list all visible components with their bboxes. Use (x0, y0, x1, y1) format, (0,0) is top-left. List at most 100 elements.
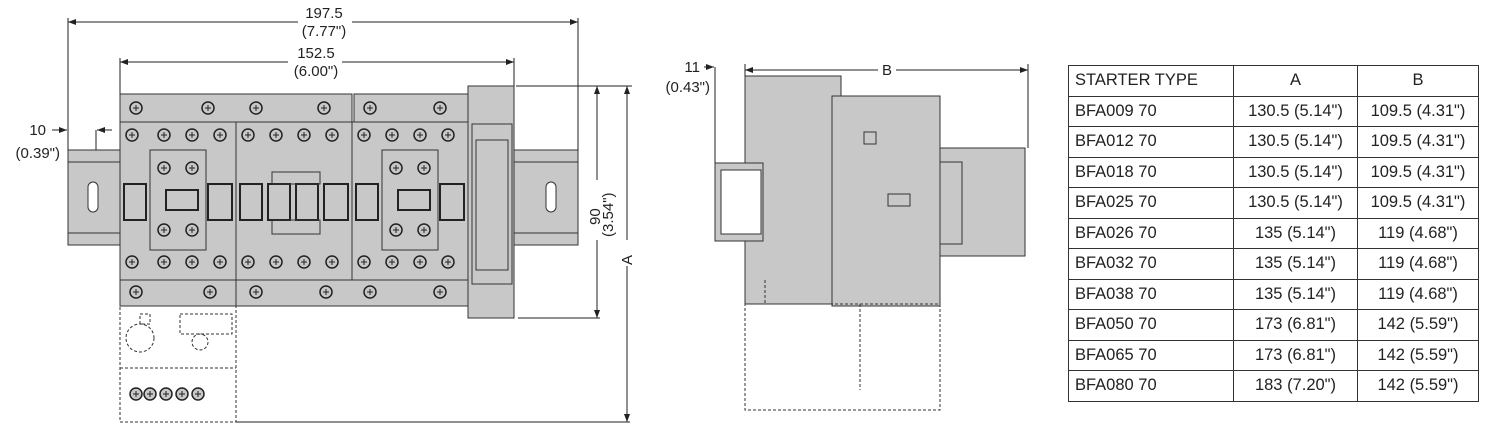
cell-type: BFA050 70 (1068, 309, 1234, 341)
screw-slot-icon (189, 165, 195, 171)
cell-type: BFA032 70 (1068, 248, 1234, 280)
screw-slot-icon (273, 259, 279, 265)
front-dimensions (52, 18, 632, 423)
cell-type: BFA038 70 (1068, 278, 1234, 310)
screw-slot-icon (207, 289, 213, 295)
side-view (714, 75, 1026, 411)
terminal-screws (125, 93, 505, 401)
screw-slot-icon (361, 132, 367, 138)
cell-b: 119 (4.68") (1357, 248, 1479, 280)
dim-rail-offset: 10 (29, 122, 46, 139)
screw-slot-icon (189, 132, 195, 138)
screw-slot-icon (189, 259, 195, 265)
screw-slot-icon (129, 132, 135, 138)
cell-type: BFA018 70 (1068, 156, 1234, 188)
screw-slot-icon (437, 105, 443, 111)
screw-slot-icon (445, 259, 451, 265)
cell-a: 130.5 (5.14") (1233, 187, 1358, 219)
dim-rail-offset-in: (0.39") (15, 145, 60, 162)
screw-slot-icon (437, 289, 443, 295)
screw-slot-icon (273, 132, 279, 138)
screw-slot-icon (323, 289, 329, 295)
cell-a: 135 (5.14") (1233, 217, 1358, 249)
screw-slot-icon (129, 259, 135, 265)
dim-height: 90 (587, 208, 604, 225)
screw-slot-icon (217, 259, 223, 265)
table-header-row: STARTER TYPE A B (1068, 65, 1479, 97)
cell-a: 135 (5.14") (1233, 278, 1358, 310)
cell-a: 183 (7.20") (1233, 370, 1358, 402)
cell-b: 109.5 (4.31") (1357, 126, 1479, 158)
screw-slot-icon (245, 259, 251, 265)
cell-a: 130.5 (5.14") (1233, 126, 1358, 158)
screw-slot-icon (161, 165, 167, 171)
cell-a: 135 (5.14") (1233, 248, 1358, 280)
cell-b: 142 (5.59") (1357, 309, 1479, 341)
dim-body-width: 152.5 (297, 45, 335, 62)
screw-slot-icon (245, 132, 251, 138)
cell-b: 119 (4.68") (1357, 217, 1479, 249)
cell-b: 109.5 (4.31") (1357, 156, 1479, 188)
screw-slot-icon (361, 259, 367, 265)
screw-slot-icon (147, 391, 153, 397)
screw-slot-icon (321, 105, 327, 111)
screw-slot-icon (389, 132, 395, 138)
screw-slot-icon (205, 105, 211, 111)
dim-height-in: (3.54") (600, 192, 617, 237)
cell-type: BFA009 70 (1068, 95, 1234, 127)
screw-slot-icon (195, 391, 201, 397)
front-view (67, 85, 579, 423)
screw-slot-icon (253, 289, 259, 295)
screw-slot-icon (389, 259, 395, 265)
screw-slot-icon (161, 259, 167, 265)
screw-slot-icon (445, 132, 451, 138)
cell-type: BFA065 70 (1068, 339, 1234, 371)
screw-slot-icon (133, 289, 139, 295)
screw-slot-icon (393, 165, 399, 171)
screw-slot-icon (421, 165, 427, 171)
rail-slot (545, 181, 557, 213)
cell-a: 173 (6.81") (1233, 309, 1358, 341)
screw-slot-icon (329, 132, 335, 138)
cell-type: BFA025 70 (1068, 187, 1234, 219)
dim-overall-width: 197.5 (305, 5, 343, 22)
screw-slot-icon (133, 391, 139, 397)
screw-slot-icon (301, 259, 307, 265)
screw-slot-icon (179, 391, 185, 397)
screw-slot-icon (217, 132, 223, 138)
overload-relay-outline (119, 305, 237, 423)
screw-slot-icon (393, 227, 399, 233)
rail-slot (87, 181, 99, 213)
cell-type: BFA080 70 (1068, 370, 1234, 402)
screw-slot-icon (163, 391, 169, 397)
dim-body-width-in: (6.00") (294, 63, 339, 80)
header-b: B (1357, 65, 1479, 97)
screw-slot-icon (421, 227, 427, 233)
cell-b: 109.5 (4.31") (1357, 187, 1479, 219)
screw-slot-icon (133, 105, 139, 111)
cell-b: 142 (5.59") (1357, 370, 1479, 402)
cell-b: 142 (5.59") (1357, 339, 1479, 371)
dim-side-offset: 11 (684, 59, 700, 76)
dim-overall-width-in: (7.77") (302, 23, 347, 40)
screw-slot-icon (367, 289, 373, 295)
cell-a: 173 (6.81") (1233, 339, 1358, 371)
cell-a: 130.5 (5.14") (1233, 95, 1358, 127)
dim-side-offset-in: (0.43") (665, 79, 710, 96)
screw-slot-icon (417, 132, 423, 138)
cell-a: 130.5 (5.14") (1233, 156, 1358, 188)
dim-a-label: A (619, 255, 636, 265)
screw-slot-icon (329, 259, 335, 265)
header-a: A (1233, 65, 1358, 97)
screw-slot-icon (417, 259, 423, 265)
cell-b: 119 (4.68") (1357, 278, 1479, 310)
cell-type: BFA026 70 (1068, 217, 1234, 249)
header-starter-type: STARTER TYPE (1068, 65, 1234, 97)
